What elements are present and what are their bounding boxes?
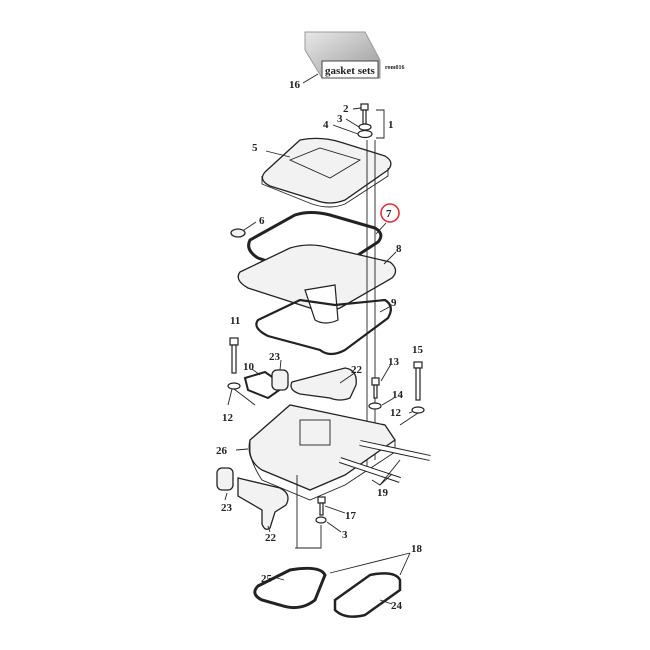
callout-23-top: 23: [269, 351, 281, 363]
callout-26: 26: [216, 445, 228, 457]
callout-10: 10: [243, 361, 255, 373]
callout-3: 3: [337, 113, 343, 125]
callout-11: 11: [230, 315, 240, 327]
rocker-arm-top: [290, 367, 357, 401]
callout-8: 8: [396, 243, 402, 255]
rocker-housing: [248, 404, 396, 501]
rocker-cover: [261, 137, 392, 208]
highlight-circle: [380, 203, 400, 223]
rocker-bushing-bottom: [216, 467, 234, 491]
callout-18: 18: [411, 543, 423, 555]
rocker-arm-bottom: [237, 477, 289, 530]
callout-6: 6: [259, 215, 265, 227]
callout-1: 1: [388, 119, 394, 131]
long-bolt-right: [413, 361, 423, 369]
callout-22-top: 22: [351, 364, 363, 376]
callout-4: 4: [323, 119, 329, 131]
cover-bolt: [357, 103, 373, 139]
callout-2: 2: [343, 103, 349, 115]
callout-12-right: 12: [390, 407, 402, 419]
breather-plug: [230, 228, 246, 238]
gasket-24: [333, 572, 402, 618]
callout-13: 13: [388, 356, 400, 368]
bolt-17: [317, 496, 326, 504]
callout-7: 7: [386, 208, 392, 220]
middle-housing: [237, 244, 397, 324]
bolt-13: [371, 377, 380, 386]
callout-22-bottom: 22: [265, 532, 277, 544]
callout-16: 16: [289, 79, 301, 91]
long-bolt-left: [227, 337, 241, 390]
washer-14: [368, 402, 382, 410]
callout-19: 19: [377, 487, 389, 499]
rocker-bushing-top: [271, 369, 289, 391]
gasket-sets-label: gasket sets: [325, 65, 376, 77]
callout-labels: 1 2 3 4 5 6 7 8 9 10 11 12 12 13 14 15 1…: [216, 103, 424, 612]
small-gasket: [243, 370, 287, 400]
callout-25: 25: [261, 573, 273, 585]
callout-14: 14: [392, 389, 404, 401]
callout-12-left: 12: [222, 412, 234, 424]
callout-5: 5: [252, 142, 258, 154]
lower-gasket: [255, 298, 392, 356]
callout-23-bottom: 23: [221, 502, 233, 514]
gasket-set-box: gasket sets rom016 16: [289, 31, 405, 91]
leader-lines: [224, 107, 419, 605]
cover-gasket: [247, 211, 383, 277]
gasket-25: [253, 566, 327, 610]
callout-17: 17: [345, 510, 357, 522]
kit-code: rom016: [385, 65, 405, 71]
callout-9: 9: [391, 297, 397, 309]
callout-3-lower: 3: [342, 529, 348, 541]
callout-24: 24: [391, 600, 403, 612]
callout-15: 15: [412, 344, 424, 356]
washer-3: [315, 516, 327, 524]
